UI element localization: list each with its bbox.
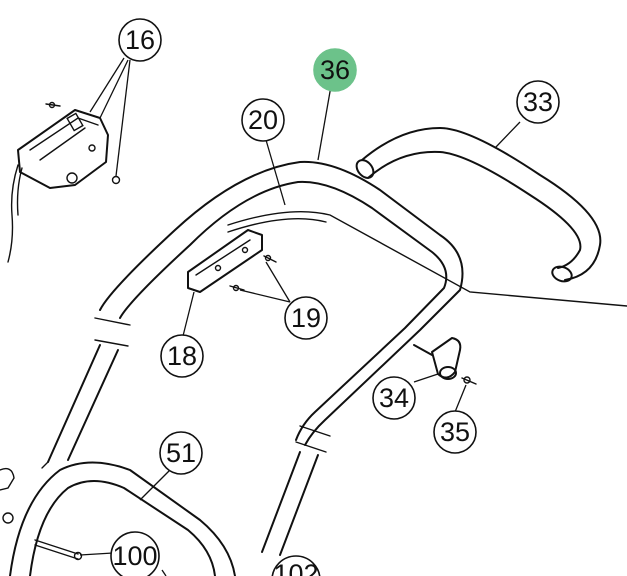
- callout-35[interactable]: 35: [433, 410, 477, 454]
- bracket-part: [187, 229, 277, 293]
- callout-100[interactable]: 100: [110, 531, 160, 576]
- leader-lines: [79, 57, 521, 576]
- control-box-part: [7, 101, 121, 263]
- upper-handle-part: [355, 127, 602, 283]
- callout-16[interactable]: 16: [118, 18, 162, 62]
- rod-part: [0, 467, 83, 561]
- callout-102[interactable]: 102: [271, 555, 321, 576]
- svg-text:20: 20: [248, 105, 278, 135]
- svg-text:19: 19: [291, 303, 321, 333]
- main-handle-part: [41, 160, 627, 556]
- lower-bail-part: [9, 461, 236, 576]
- callout-34[interactable]: 34: [372, 376, 416, 420]
- callout-36-highlighted[interactable]: 36: [313, 48, 357, 92]
- callout-18[interactable]: 18: [160, 334, 204, 378]
- svg-text:36: 36: [320, 55, 350, 85]
- callout-20[interactable]: 20: [241, 98, 285, 142]
- callout-19[interactable]: 19: [284, 296, 328, 340]
- svg-text:35: 35: [440, 417, 470, 447]
- callout-51[interactable]: 51: [159, 431, 203, 475]
- svg-text:34: 34: [379, 383, 409, 413]
- svg-text:102: 102: [273, 559, 318, 576]
- svg-text:33: 33: [523, 87, 553, 117]
- clamp-part: [413, 337, 477, 385]
- callout-33[interactable]: 33: [516, 80, 560, 124]
- svg-text:18: 18: [167, 341, 197, 371]
- svg-text:51: 51: [166, 438, 196, 468]
- svg-text:100: 100: [112, 541, 157, 571]
- svg-text:16: 16: [125, 25, 155, 55]
